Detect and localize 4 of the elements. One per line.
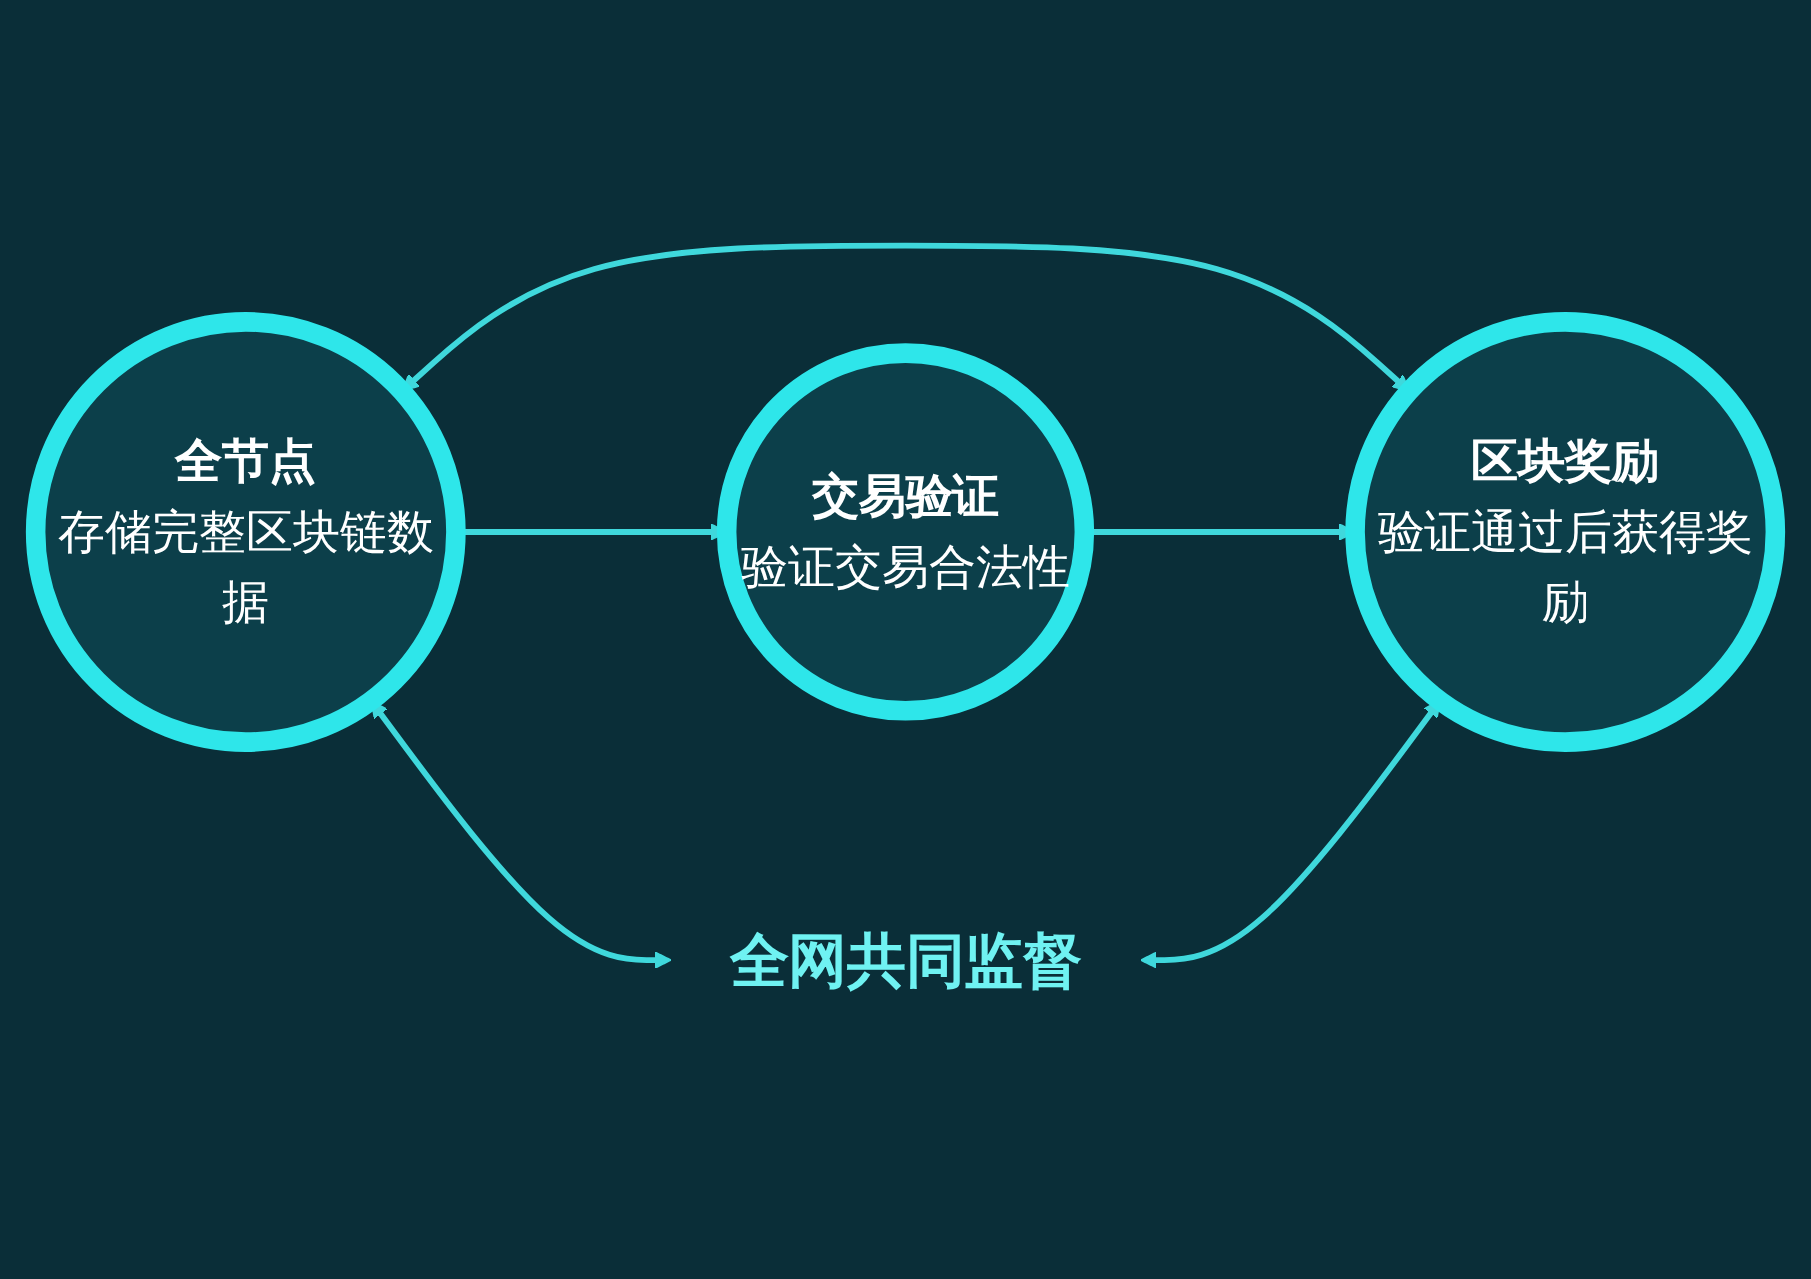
node-circle: 全节点 存储完整区块链数据 (25, 312, 466, 752)
node-circle: 区块奖励 验证通过后获得奖励 (1345, 312, 1786, 752)
node-text: 全网共同监督 (729, 925, 1082, 995)
node-circle: 交易验证 验证交易合法性 (716, 343, 1095, 721)
